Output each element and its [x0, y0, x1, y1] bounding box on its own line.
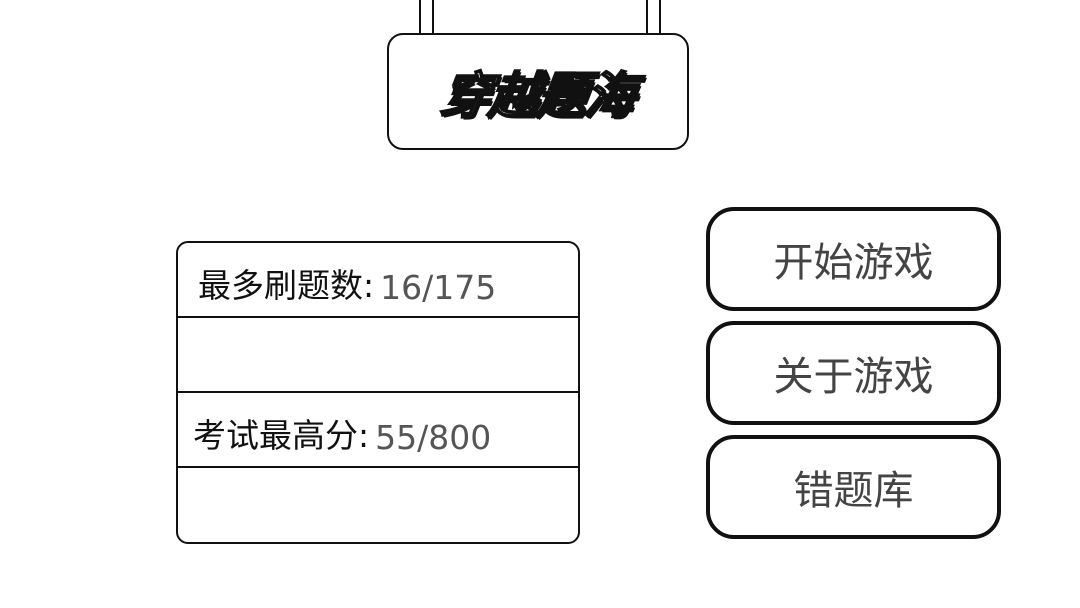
start-game-button[interactable]: 开始游戏 [706, 207, 1001, 311]
stat-row-most-questions: 最多刷题数: 16/175 [178, 243, 578, 318]
hanging-string-left-b [432, 0, 434, 34]
stat-label: 最多刷题数: [198, 266, 375, 305]
about-game-button[interactable]: 关于游戏 [706, 321, 1001, 425]
title-sign: 穿越题海 [387, 33, 689, 150]
wrong-questions-button[interactable]: 错题库 [706, 435, 1001, 539]
stat-row-highest-score: 考试最高分: 55/800 [178, 393, 578, 468]
hanging-string-left-a [419, 0, 421, 34]
stat-value: 55/800 [375, 418, 492, 457]
stat-label: 考试最高分: [193, 416, 370, 455]
game-title: 穿越题海 [436, 66, 638, 126]
stat-row-empty [178, 318, 578, 393]
hanging-string-right-a [646, 0, 648, 34]
stat-row-empty [178, 468, 578, 542]
hanging-string-right-b [659, 0, 661, 34]
stat-value: 16/175 [380, 268, 497, 307]
stats-panel: 最多刷题数: 16/175 考试最高分: 55/800 [176, 241, 580, 544]
